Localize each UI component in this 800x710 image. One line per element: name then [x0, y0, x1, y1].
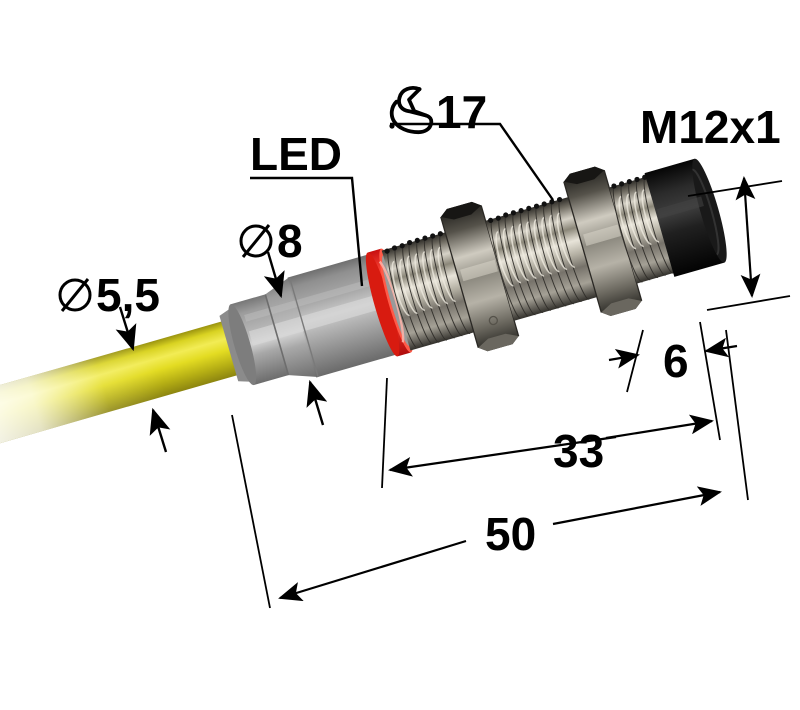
- body-diameter-arrows: [263, 251, 328, 426]
- led-leader: [250, 176, 364, 287]
- body-diameter-label: 8: [277, 215, 303, 267]
- cable-diameter-arrows: [115, 306, 171, 453]
- thread-length-label: 33: [553, 425, 604, 477]
- end-cap: [644, 158, 727, 277]
- diameter-symbol-cable-icon: [58, 278, 92, 312]
- total-length-label: 50: [485, 508, 536, 560]
- diameter-symbol-body-icon: [239, 224, 273, 258]
- thread-length-dimension: [381, 377, 714, 489]
- end-length-dimension: [608, 321, 738, 441]
- wrench-leader: [390, 122, 554, 201]
- wrench-icon-dot: [389, 123, 395, 129]
- end-length-label: 6: [663, 335, 689, 387]
- hex-nut-rear: [563, 166, 643, 317]
- thread-spec-label: M12x1: [640, 101, 781, 153]
- wrench-size-label: 17: [436, 86, 487, 138]
- wrench-icon: [389, 86, 434, 135]
- threaded-barrel-front: [381, 231, 474, 351]
- text-labels: LED 17 M12x1 5,5 8 50 33 6: [96, 86, 781, 560]
- led-label: LED: [250, 128, 342, 180]
- threaded-barrel-rear: [609, 174, 676, 284]
- thread-diameter-dimension: [687, 176, 791, 311]
- hex-nut-front: [440, 201, 520, 352]
- annotation-layer: [58, 86, 791, 609]
- sensor-assembly: [0, 158, 727, 454]
- cable-diameter-label: 5,5: [96, 269, 160, 321]
- total-length-dimension: [231, 329, 749, 609]
- threaded-barrel-middle: [485, 196, 597, 321]
